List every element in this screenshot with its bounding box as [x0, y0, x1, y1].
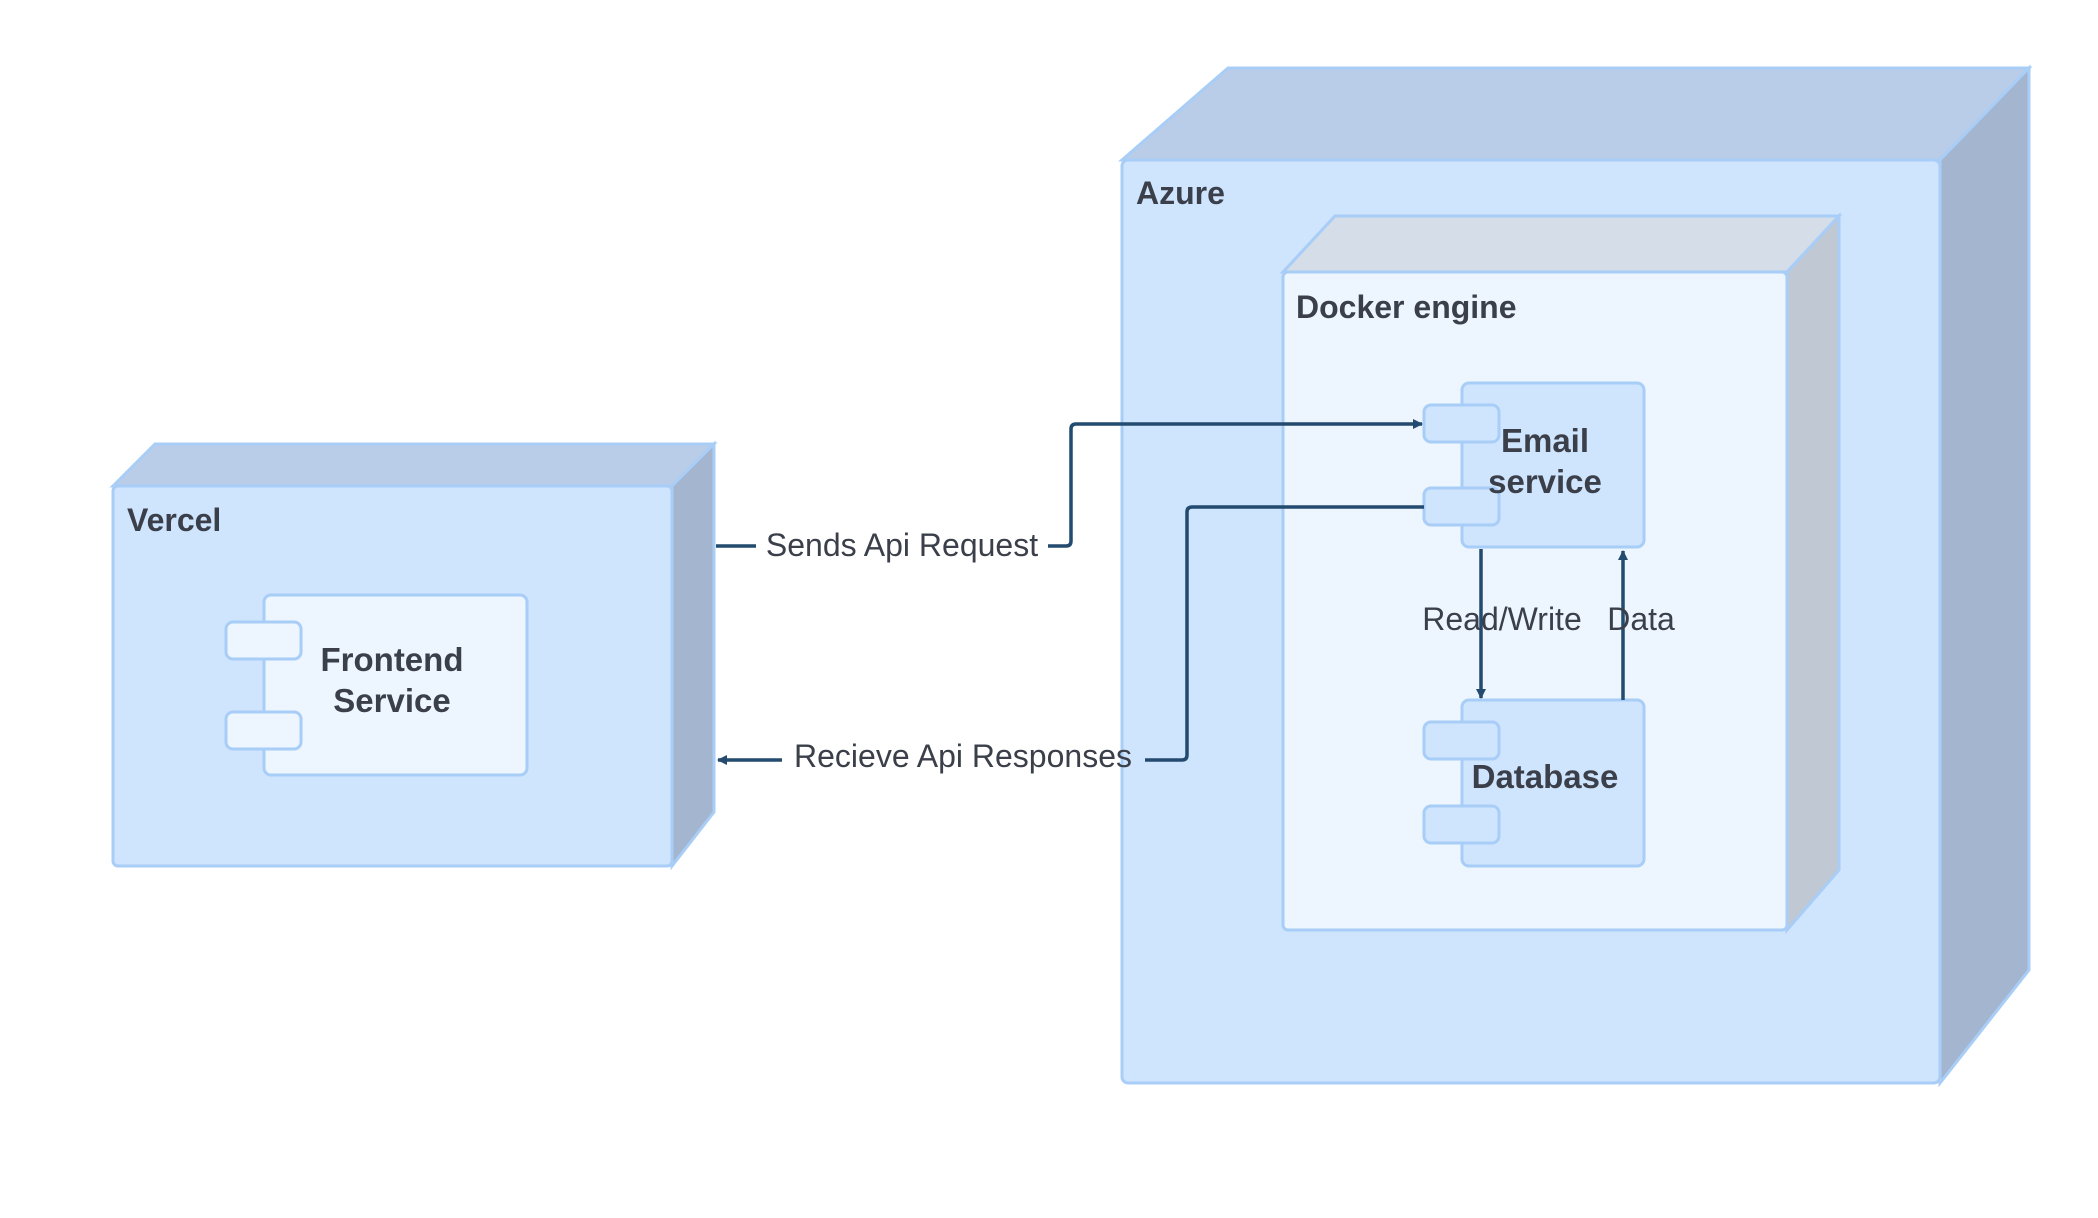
readwrite-edge-label: Read/Write [1422, 601, 1581, 637]
request-connector-right[interactable] [1048, 419, 1423, 548]
frontend-component-body [262, 593, 529, 777]
edge-recieve-api-responses: Recieve Api Responses [717, 505, 1424, 774]
vercel-node-title: Vercel [127, 502, 221, 538]
docker-node-front [1281, 270, 1789, 932]
frontend-component-label-1: Frontend [321, 641, 464, 678]
docker-engine-node: Docker engine [1279, 212, 1843, 935]
database-component-tab-top [1422, 720, 1501, 761]
edge-read-write: Read/Write [1422, 549, 1582, 699]
database-component-tab-bottom [1422, 804, 1501, 845]
docker-node-top [1279, 214, 1843, 274]
email-service-component[interactable]: Email service [1422, 381, 1646, 549]
request-edge-label: Sends Api Request [766, 527, 1038, 563]
vercel-node-top [109, 442, 718, 488]
frontend-component-label-2: Service [333, 682, 450, 719]
frontend-service-component[interactable]: Frontend Service [224, 593, 529, 777]
email-component-tab-top [1422, 403, 1501, 444]
database-component-label: Database [1472, 758, 1619, 795]
email-component-label-2: service [1488, 463, 1602, 500]
vercel-node-side [670, 440, 716, 871]
azure-node-side [1938, 64, 2031, 1088]
data-edge-label: Data [1607, 601, 1675, 637]
frontend-component-tab-top [224, 620, 303, 661]
edge-sends-api-request: Sends Api Request [716, 419, 1423, 563]
azure-node-title: Azure [1136, 175, 1225, 211]
docker-node-side [1785, 212, 1841, 935]
frontend-component-tab-bottom [224, 710, 303, 751]
docker-node-title: Docker engine [1296, 289, 1517, 325]
database-component[interactable]: Database [1422, 698, 1646, 868]
email-component-label-1: Email [1501, 422, 1589, 459]
email-component-body [1460, 381, 1646, 549]
response-connector-right[interactable] [1145, 505, 1424, 762]
response-edge-label: Recieve Api Responses [794, 738, 1132, 774]
azure-node-top [1117, 66, 2033, 162]
database-component-body [1460, 698, 1646, 868]
edge-data: Data [1607, 550, 1675, 700]
